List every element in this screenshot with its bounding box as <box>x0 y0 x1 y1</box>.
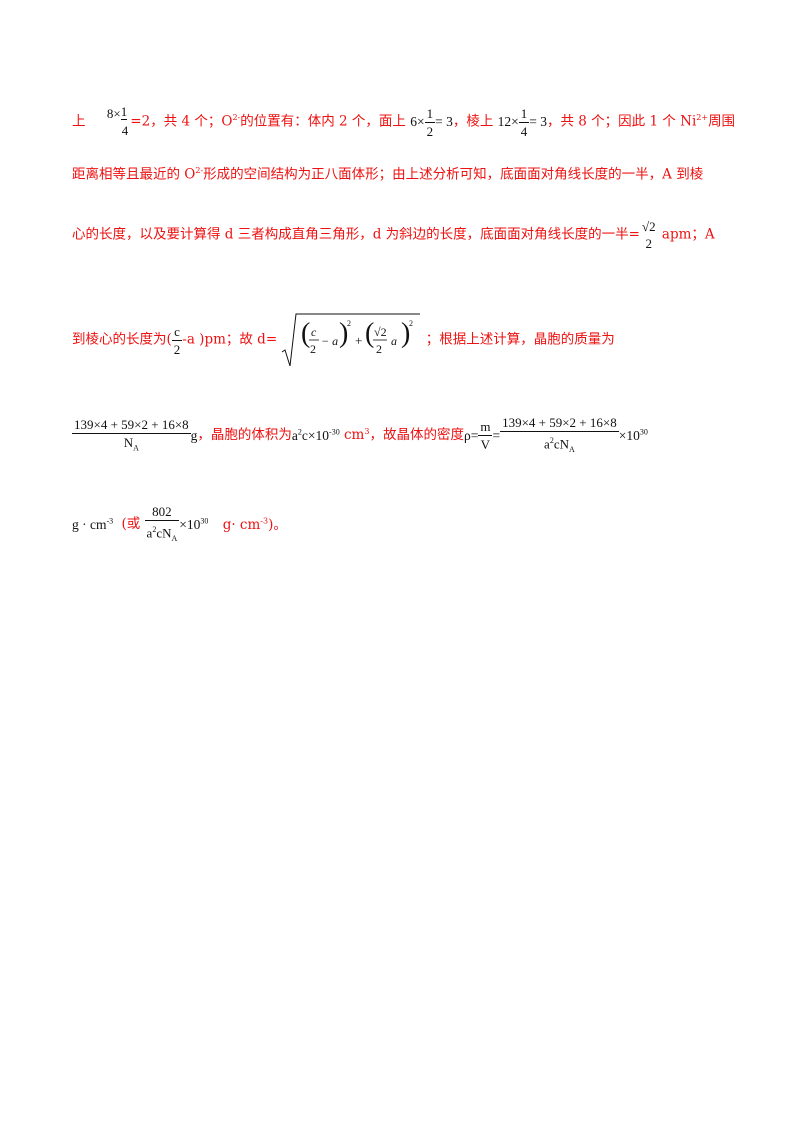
line-2: 距离相等且最近的 O2-形成的空间结构为正八面体形；由上述分析可知，底面面对角线… <box>72 166 704 183</box>
svg-text:√2: √2 <box>374 325 387 339</box>
svg-text:− a: − a <box>321 334 338 348</box>
radical-sign: ( c 2 − a ) 2 + ( √2 2 a ) 2 <box>282 313 421 367</box>
sqrt-expression: ( c 2 − a ) 2 + ( √2 2 a ) 2 <box>281 312 421 368</box>
svg-text:): ) <box>401 318 410 349</box>
svg-text:2: 2 <box>310 342 316 356</box>
text: =2，共 4 个；O <box>130 113 233 130</box>
text: 上 <box>72 113 86 130</box>
svg-text:(: ( <box>301 318 310 349</box>
svg-text:c: c <box>311 325 317 339</box>
svg-text:2: 2 <box>347 319 351 328</box>
unit-g-cm: g · cm-3 <box>72 516 114 533</box>
svg-text:a: a <box>391 334 397 348</box>
svg-text:(: ( <box>365 318 374 349</box>
svg-text:2: 2 <box>376 342 382 356</box>
volume-expression: a2c×10-30 <box>291 427 340 444</box>
line-3: 心的长度，以及要计算得 d 三者构成直角三角形，d 为斜边的长度，底面面对角线长… <box>72 219 715 251</box>
fraction-8x1-4: 8×1 4 <box>106 104 129 139</box>
svg-text:+: + <box>355 333 362 348</box>
svg-text:2: 2 <box>409 319 413 328</box>
svg-text:): ) <box>339 318 348 349</box>
